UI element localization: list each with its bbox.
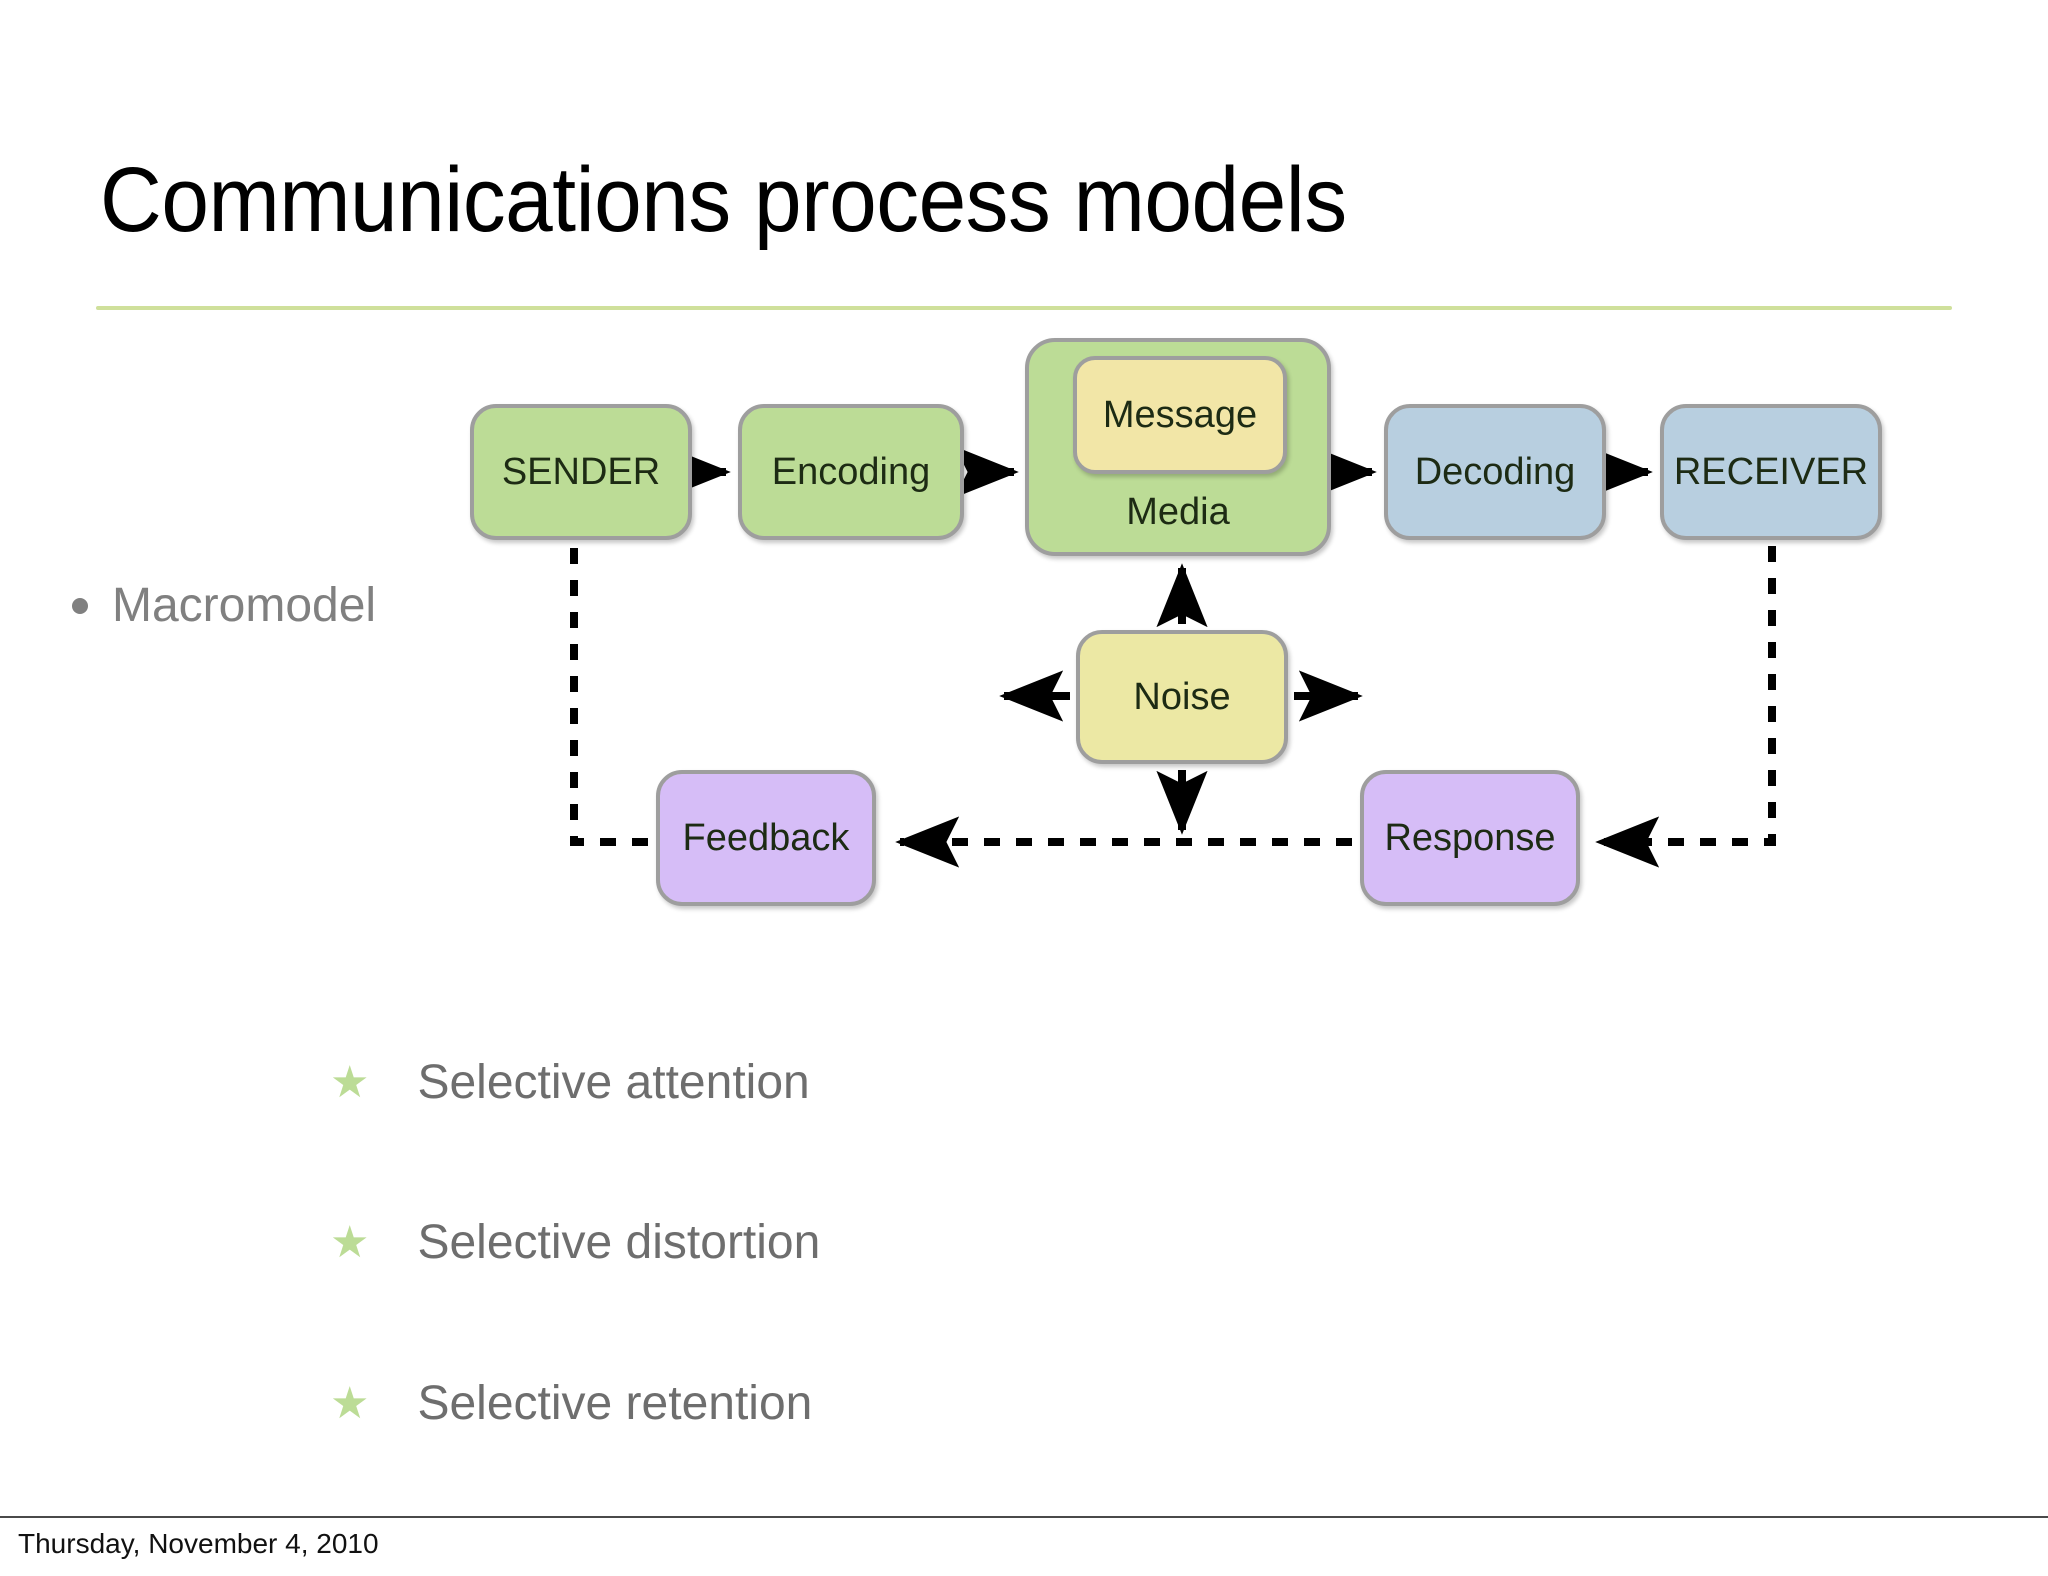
node-noise[interactable]: Noise <box>1076 630 1288 764</box>
list-item: ★ Selective distortion <box>330 1215 820 1270</box>
node-sender[interactable]: SENDER <box>470 404 692 540</box>
bullet-macromodel: Macromodel <box>72 578 376 633</box>
list-item: ★ Selective attention <box>330 1055 810 1110</box>
edge-feedback-sender-dashed <box>570 546 648 846</box>
node-message[interactable]: Message <box>1073 356 1287 474</box>
footer-date: Thursday, November 4, 2010 <box>18 1528 379 1559</box>
star-icon: ★ <box>330 1217 370 1267</box>
node-noise-label: Noise <box>1133 675 1231 718</box>
node-receiver-label: RECEIVER <box>1673 450 1869 493</box>
star-icon: ★ <box>330 1057 370 1107</box>
page-title: Communications process models <box>100 149 1347 251</box>
node-receiver[interactable]: RECEIVER <box>1660 404 1882 540</box>
node-feedback[interactable]: Feedback <box>656 770 876 906</box>
node-sender-label: SENDER <box>501 450 661 493</box>
bullet-macromodel-label: Macromodel <box>112 579 377 632</box>
list-item: ★ Selective retention <box>330 1376 812 1431</box>
star-item-label: Selective distortion <box>417 1216 821 1269</box>
star-item-label: Selective attention <box>417 1056 810 1109</box>
node-decoding[interactable]: Decoding <box>1384 404 1606 540</box>
node-feedback-label: Feedback <box>682 816 850 859</box>
star-icon: ★ <box>330 1378 370 1428</box>
bullet-dot-icon <box>72 597 88 614</box>
node-decoding-label: Decoding <box>1414 450 1576 493</box>
node-response[interactable]: Response <box>1360 770 1580 906</box>
node-encoding[interactable]: Encoding <box>738 404 964 540</box>
title-divider <box>96 306 1952 310</box>
node-response-label: Response <box>1384 816 1556 859</box>
node-media-label: Media <box>1126 491 1230 533</box>
node-encoding-label: Encoding <box>771 450 931 493</box>
edge-receiver-response-dashed <box>1595 546 1776 868</box>
footer-divider <box>0 1516 2048 1518</box>
node-message-label: Message <box>1102 393 1258 436</box>
star-item-label: Selective retention <box>417 1377 813 1430</box>
